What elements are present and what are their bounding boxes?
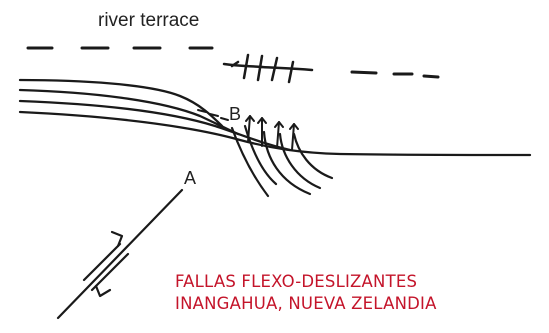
point-b-label: B [229,104,242,124]
caption-line-2: INANGAHUA, NUEVA ZELANDIA [175,294,437,313]
main-fault-a [56,188,184,320]
point-a-label: A [184,168,197,188]
river-terrace-label: river terrace [98,10,200,31]
caption-line-1: FALLAS FLEXO-DESLIZANTES [175,272,418,291]
offset-near-b [197,109,229,121]
terrace-fault-ticks [222,53,314,84]
terrace-dashes-right [350,70,440,79]
fault-arrows [245,115,299,151]
flexural-slip-faults [230,124,334,198]
folded-strata [18,78,532,157]
